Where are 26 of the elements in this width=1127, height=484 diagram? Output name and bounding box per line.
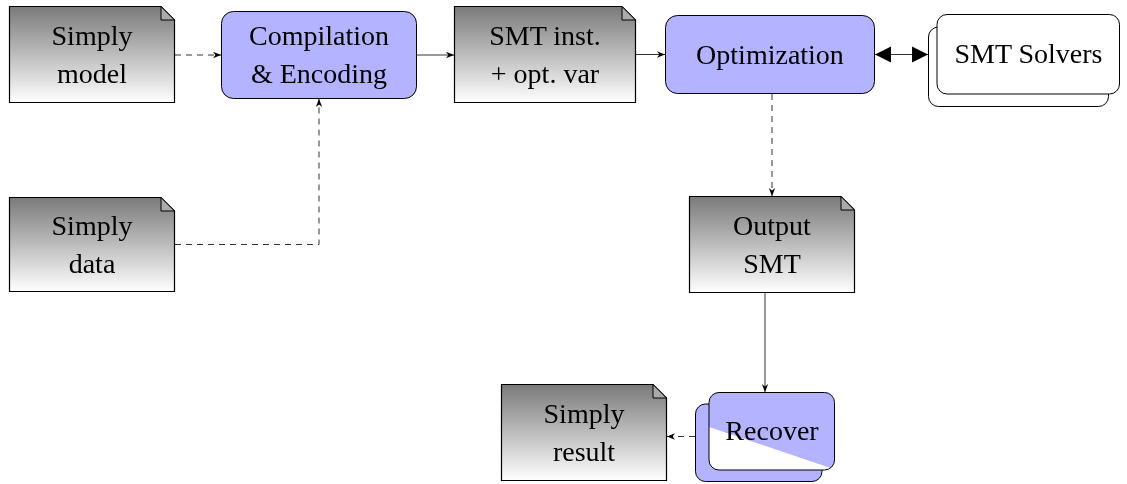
- document-box: [501, 384, 667, 481]
- arrow: [768, 93, 776, 197]
- arrow: [874, 46, 929, 63]
- node-label: Optimization: [696, 37, 844, 72]
- document-box: [9, 197, 175, 292]
- process-box: [221, 11, 417, 99]
- node-label: Simply result: [542, 396, 626, 469]
- arrow: [416, 51, 455, 59]
- document-box: [454, 6, 636, 103]
- node-label: Recover: [725, 414, 819, 449]
- arrow: [635, 51, 666, 58]
- node-label: Simply data: [50, 208, 134, 281]
- node-label: Compilation & Encoding: [248, 19, 390, 91]
- stacked-box: [928, 14, 1120, 107]
- node-label: Simply model: [50, 18, 134, 91]
- node-label: SMT Solvers: [954, 37, 1103, 72]
- arrow: [174, 51, 222, 59]
- arrow: [174, 98, 323, 245]
- node-label: Output SMT: [732, 208, 812, 281]
- arrow: [761, 292, 769, 393]
- document-box: [689, 196, 855, 293]
- process-box: [665, 15, 875, 94]
- arrow: [666, 433, 696, 440]
- stacked-box: [695, 392, 835, 482]
- node-label: SMT inst. + opt. var: [488, 18, 602, 91]
- document-box: [9, 6, 175, 103]
